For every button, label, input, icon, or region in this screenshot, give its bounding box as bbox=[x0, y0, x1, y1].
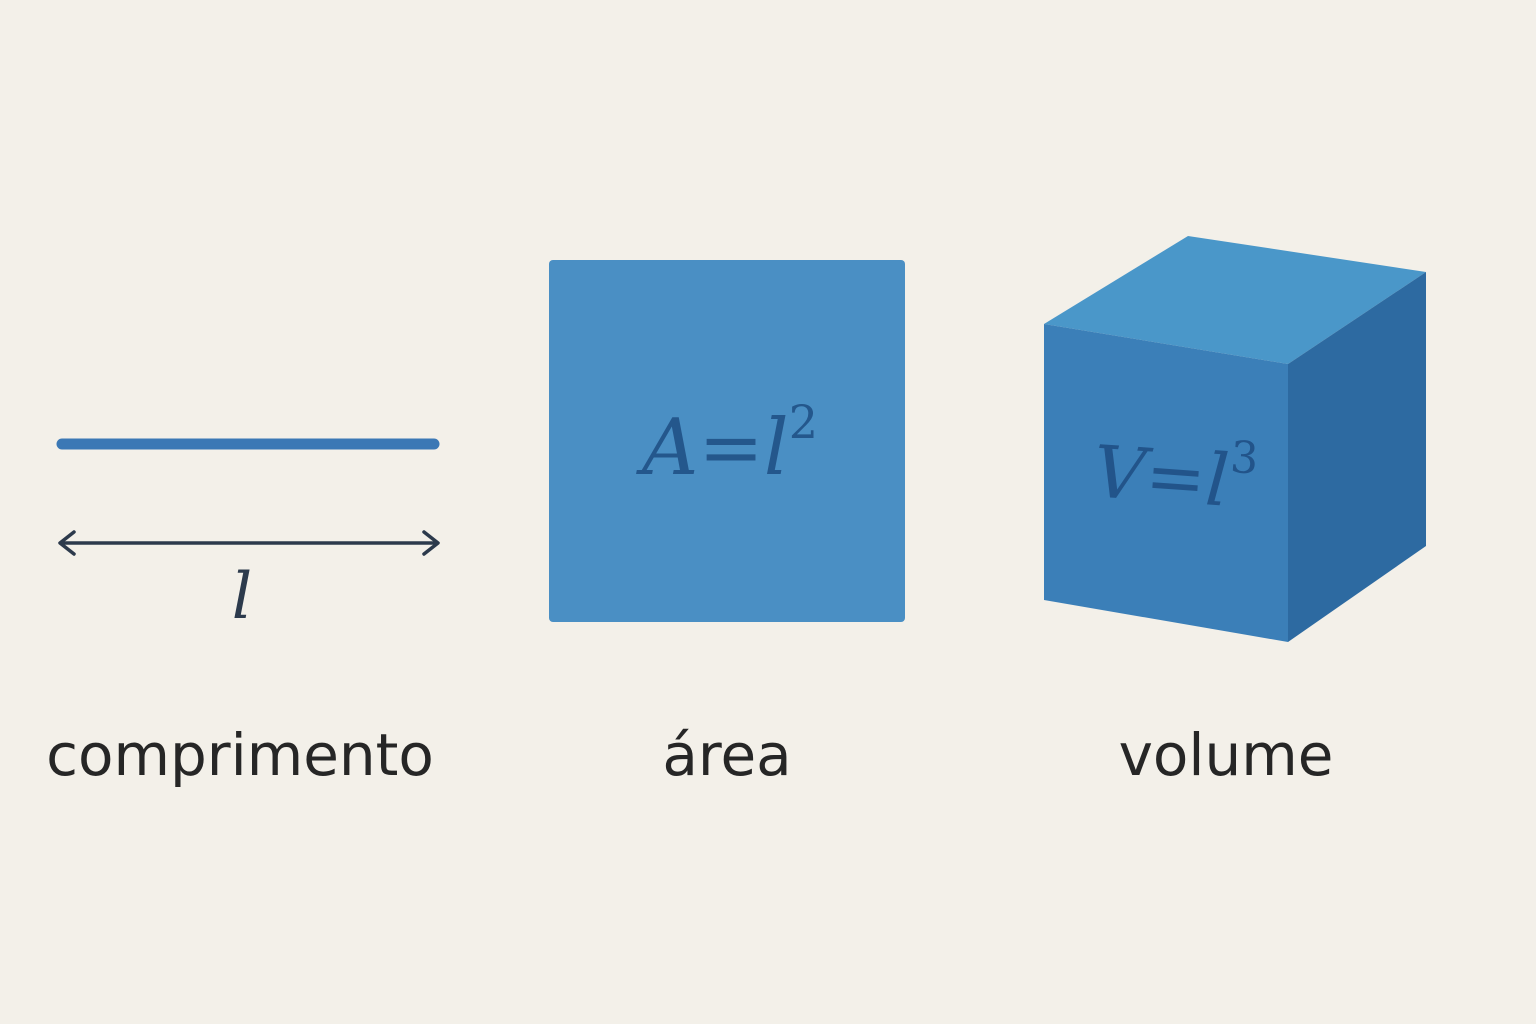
area-formula-variable: l bbox=[764, 403, 789, 493]
volume-formula-equals: = bbox=[1143, 433, 1209, 521]
cube-top-face bbox=[1044, 236, 1426, 364]
area-formula-lhs: A bbox=[636, 403, 698, 493]
area-square bbox=[549, 260, 905, 622]
volume-caption: volume bbox=[1119, 721, 1334, 789]
right-arrowhead bbox=[422, 530, 440, 556]
volume-formula: V=l3 bbox=[1091, 422, 1260, 524]
area-panel: A=l2 área bbox=[549, 260, 905, 789]
area-formula-equals: = bbox=[698, 403, 763, 493]
volume-formula-exponent: 3 bbox=[1229, 432, 1260, 485]
length-variable: l bbox=[232, 560, 252, 634]
left-arrowhead bbox=[58, 530, 76, 556]
cube-front-face bbox=[1044, 324, 1288, 642]
volume-panel: V=l3 volume bbox=[1044, 236, 1426, 789]
area-formula: A=l2 bbox=[636, 395, 818, 493]
area-formula-exponent: 2 bbox=[789, 395, 818, 449]
volume-cube bbox=[1044, 236, 1426, 642]
cube-right-face bbox=[1288, 272, 1426, 642]
area-caption: área bbox=[662, 721, 791, 789]
length-dimension-arrow bbox=[58, 530, 440, 556]
length-panel: l comprimento bbox=[46, 438, 440, 789]
length-caption: comprimento bbox=[46, 721, 434, 789]
